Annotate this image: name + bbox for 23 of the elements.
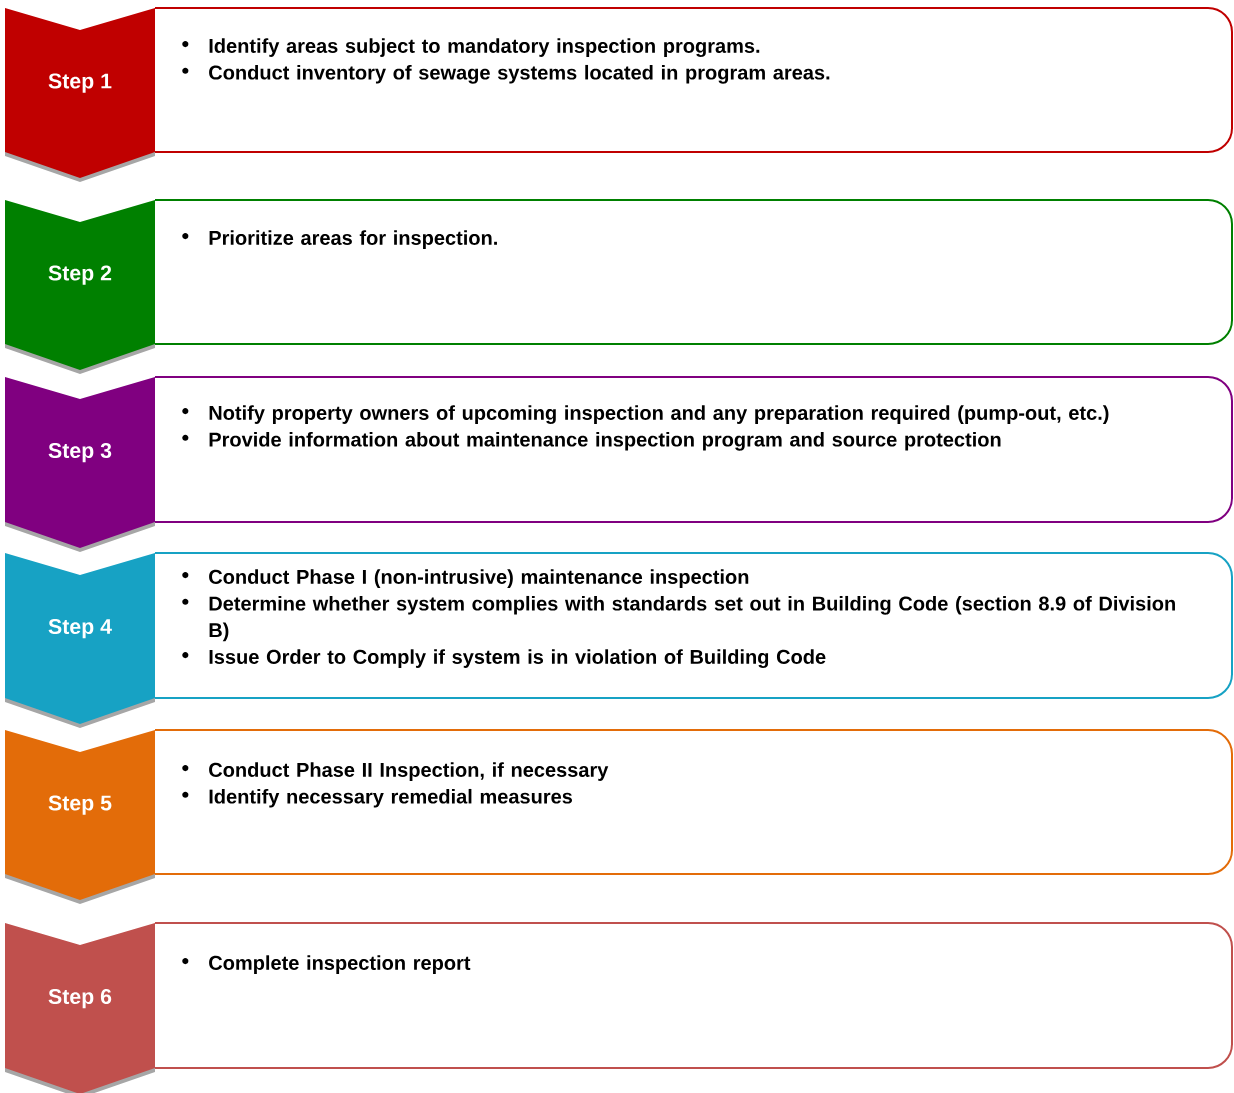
bullet-text: Conduct Phase II Inspection, if necessary — [182, 762, 609, 781]
bullet-text: Provide information about maintenance inspection program and source protection — [182, 431, 1001, 451]
step-box — [154, 922, 1233, 1069]
bullet-text: Determine whether system complies with standards set out in Building Code (section 8.9 of Division B) — [182, 595, 1175, 642]
bullet-text: Notify property owners of upcoming inspection and any preparation required (pump-out, etc.) — [182, 405, 1109, 424]
bullet-text: Prioritize areas for inspection. — [182, 230, 497, 249]
step-box — [154, 376, 1233, 523]
step-box — [154, 552, 1233, 699]
step-banner: Step 3 — [5, 377, 155, 552]
step-box — [154, 729, 1233, 875]
step-banner: Step 4 — [5, 553, 155, 728]
bullet-text: Identify necessary remedial measures — [182, 788, 572, 808]
step-box — [154, 199, 1233, 345]
bullet-text: Conduct inventory of sewage systems located in program areas. — [182, 64, 830, 84]
bullet-text: Issue Order to Comply if system is in violation of Building Code — [182, 649, 826, 668]
bullet-text: Conduct Phase I (non-intrusive) maintenance inspection — [182, 569, 749, 588]
bullet-text: Complete inspection report — [182, 955, 471, 974]
step-banner: Step 6 — [5, 923, 155, 1093]
step-box — [154, 7, 1233, 153]
step-banner: Step 1 — [5, 8, 155, 182]
step-banner: Step 2 — [5, 200, 155, 374]
bullet-text: Identify areas subject to mandatory inspection programs. — [182, 38, 760, 57]
step-banner: Step 5 — [5, 730, 155, 904]
